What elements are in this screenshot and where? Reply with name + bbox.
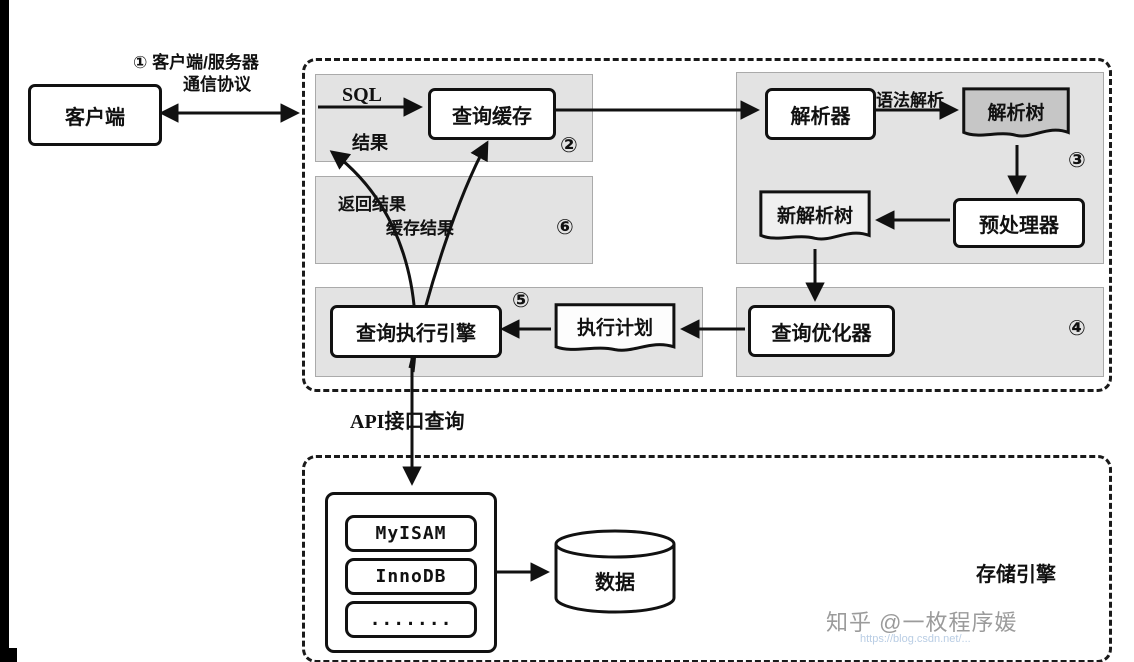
preprocessor-node: 预处理器 (953, 198, 1085, 248)
data-cylinder: 数据 (553, 528, 677, 616)
query-engine-label: 查询执行引擎 (356, 323, 476, 345)
syntax-parse-label: 语法解析 (876, 91, 944, 110)
watermark-zhihu: 知乎 @一枚程序媛 (826, 610, 1018, 635)
left-edge-bar (0, 0, 9, 662)
protocol-label-line1: ① 客户端/服务器 (133, 53, 259, 72)
new-parse-tree-node: 新解析树 (758, 189, 872, 247)
document-shape (553, 302, 677, 358)
execution-plan-label: 执行计划 (576, 317, 653, 339)
storage-engine-container (302, 455, 1112, 662)
parse-tree-label: 解析树 (987, 102, 1045, 124)
engine-innodb-label: InnoDB (375, 566, 447, 587)
api-query-label: API接口查询 (350, 411, 465, 433)
storage-engine-label: 存储引擎 (976, 564, 1056, 586)
engine-myisam-label: MyISAM (375, 523, 447, 544)
return-result-label: 返回结果 (338, 195, 406, 214)
execution-plan-node: 执行计划 (553, 302, 677, 358)
new-parse-tree-label: 新解析树 (776, 205, 853, 227)
engine-innodb: InnoDB (345, 558, 477, 595)
engine-others: ....... (345, 601, 477, 638)
preprocessor-label: 预处理器 (979, 214, 1059, 237)
protocol-label-line2: 通信协议 (183, 75, 251, 94)
engine-others-label: ....... (369, 609, 453, 630)
sql-label: SQL (342, 84, 383, 106)
query-cache-node: 查询缓存 (428, 88, 556, 140)
result-label: 结果 (352, 133, 388, 153)
query-optimizer-label: 查询优化器 (771, 322, 872, 345)
step-5-badge: ⑤ (512, 289, 530, 312)
step-2-badge: ② (560, 134, 578, 157)
document-shape (758, 189, 872, 247)
parse-tree-node: 解析树 (961, 86, 1071, 144)
engine-myisam: MyISAM (345, 515, 477, 552)
step-6-badge: ⑥ (556, 216, 574, 239)
query-cache-label: 查询缓存 (452, 105, 532, 128)
server-layer-container (302, 58, 1112, 392)
client-label: 客户端 (65, 106, 125, 129)
query-optimizer-node: 查询优化器 (748, 305, 895, 357)
step-4-badge: ④ (1068, 317, 1086, 340)
engines-group: MyISAM InnoDB ....... (325, 492, 497, 653)
step-3-badge: ③ (1068, 149, 1086, 172)
cylinder-shape (554, 529, 676, 614)
query-engine-node: 查询执行引擎 (330, 305, 502, 358)
document-shape (961, 86, 1071, 144)
left-edge-corner-mark (0, 648, 17, 662)
parser-node: 解析器 (765, 88, 876, 140)
parser-label: 解析器 (790, 105, 851, 128)
data-label: 数据 (595, 571, 635, 594)
watermark-url: https://blog.csdn.net/... (860, 633, 971, 645)
client-node: 客户端 (28, 84, 162, 146)
cache-result-label: 缓存结果 (386, 219, 454, 238)
